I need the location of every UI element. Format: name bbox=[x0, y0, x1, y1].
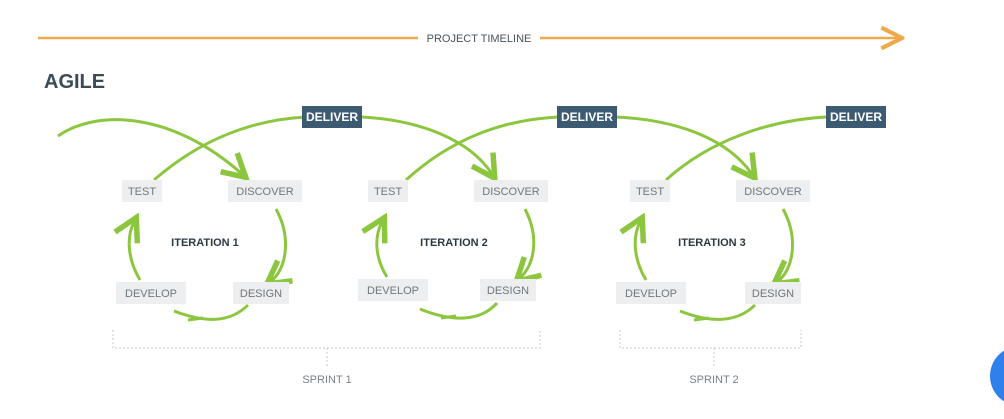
project-timeline: PROJECT TIMELINE bbox=[38, 33, 898, 45]
iteration-1-test-label: TEST bbox=[128, 186, 156, 198]
iteration-2-test-label: TEST bbox=[374, 186, 402, 198]
iteration-3-develop-label: DEVELOP bbox=[625, 288, 677, 300]
iteration-3-to-deliver-arc bbox=[664, 115, 827, 182]
iteration-3-discover-box bbox=[736, 180, 810, 202]
cycle-2-bottom-arc bbox=[419, 301, 499, 320]
cycle-1-bottom-arc bbox=[173, 303, 250, 321]
cycle-3-right-arc bbox=[778, 208, 792, 281]
iteration-3-test-label: TEST bbox=[636, 186, 664, 198]
cycle-3-bottom-arc bbox=[679, 303, 757, 321]
iteration-1-develop-label: DEVELOP bbox=[125, 288, 177, 300]
iteration-1-design-box bbox=[233, 282, 289, 304]
iteration-2-to-deliver-arc bbox=[404, 115, 559, 182]
iteration-2-labels: TEST DISCOVER ITERATION 2 DEVELOP DESIGN bbox=[358, 180, 548, 301]
floating-action-button[interactable] bbox=[990, 346, 1004, 406]
page-title: AGILE bbox=[44, 71, 105, 93]
iteration-2-develop-box bbox=[358, 279, 428, 301]
iteration-1-develop-box bbox=[116, 282, 186, 304]
iteration-1-design-label: DESIGN bbox=[240, 288, 282, 300]
cycle-1-right-arc bbox=[271, 208, 285, 281]
deliver-3-label: DELIVER bbox=[830, 110, 882, 124]
iteration-2-title: ITERATION 2 bbox=[420, 237, 488, 249]
iteration-3-develop-box bbox=[616, 282, 686, 304]
iteration-1-cycle bbox=[129, 208, 285, 322]
iteration-2-test-box bbox=[368, 180, 408, 202]
cycle-3-left-arc bbox=[635, 222, 648, 281]
deliver-1-box bbox=[302, 106, 362, 128]
sprint-2-bracket bbox=[619, 330, 802, 349]
iteration-2-design-box bbox=[480, 279, 536, 301]
iteration-1-title: ITERATION 1 bbox=[171, 237, 239, 249]
sprint-1-label: SPRINT 1 bbox=[302, 374, 351, 386]
deliver-3-box bbox=[826, 106, 886, 128]
cycle-3-bottom-arrowhead bbox=[693, 316, 710, 322]
deliver-2-to-iteration-3-arc bbox=[615, 115, 752, 174]
sprint-2-label: SPRINT 2 bbox=[689, 374, 738, 386]
cycle-1-left-arc bbox=[129, 222, 142, 281]
iteration-2-develop-label: DEVELOP bbox=[367, 285, 419, 297]
iteration-3-design-box bbox=[745, 282, 801, 304]
iteration-3-title: ITERATION 3 bbox=[678, 237, 746, 249]
iteration-2-cycle bbox=[377, 208, 534, 320]
deliver-3: DELIVER bbox=[826, 106, 886, 128]
flow-arcs bbox=[57, 115, 827, 182]
deliver-2-box bbox=[557, 106, 617, 128]
deliver-1-to-iteration-2-arc bbox=[361, 115, 492, 174]
iteration-1-test-box bbox=[122, 180, 162, 202]
iteration-2-discover-box bbox=[474, 180, 548, 202]
iteration-1-discover-label: DISCOVER bbox=[236, 186, 294, 198]
iteration-1-labels: TEST DISCOVER ITERATION 1 DEVELOP DESIGN bbox=[116, 180, 302, 304]
cycle-2-right-arc bbox=[520, 208, 534, 278]
timeline-label: PROJECT TIMELINE bbox=[427, 33, 532, 45]
sprint-1-bracket bbox=[112, 330, 541, 349]
deliver-2: DELIVER bbox=[557, 106, 617, 128]
iteration-3-discover-label: DISCOVER bbox=[744, 186, 802, 198]
deliver-2-label: DELIVER bbox=[561, 110, 613, 124]
deliver-1: DELIVER bbox=[302, 106, 362, 128]
sprint-2: SPRINT 2 bbox=[619, 330, 802, 386]
cycle-2-bottom-arrowhead bbox=[440, 314, 457, 320]
iteration-1-discover-box bbox=[228, 180, 302, 202]
iteration-3-labels: TEST DISCOVER ITERATION 3 DEVELOP DESIGN bbox=[616, 180, 810, 304]
iteration-3-design-label: DESIGN bbox=[752, 288, 794, 300]
cycle-1-bottom-arrowhead bbox=[187, 316, 204, 322]
iteration-2-discover-label: DISCOVER bbox=[482, 186, 540, 198]
cycle-2-left-arc bbox=[377, 222, 389, 278]
start-arc bbox=[57, 118, 242, 174]
iteration-1-to-deliver-arc bbox=[153, 115, 307, 182]
deliver-1-label: DELIVER bbox=[306, 110, 358, 124]
sprint-1: SPRINT 1 bbox=[112, 330, 541, 386]
iteration-3-test-box bbox=[630, 180, 670, 202]
iteration-3-cycle bbox=[635, 208, 792, 322]
iteration-2-design-label: DESIGN bbox=[487, 285, 529, 297]
